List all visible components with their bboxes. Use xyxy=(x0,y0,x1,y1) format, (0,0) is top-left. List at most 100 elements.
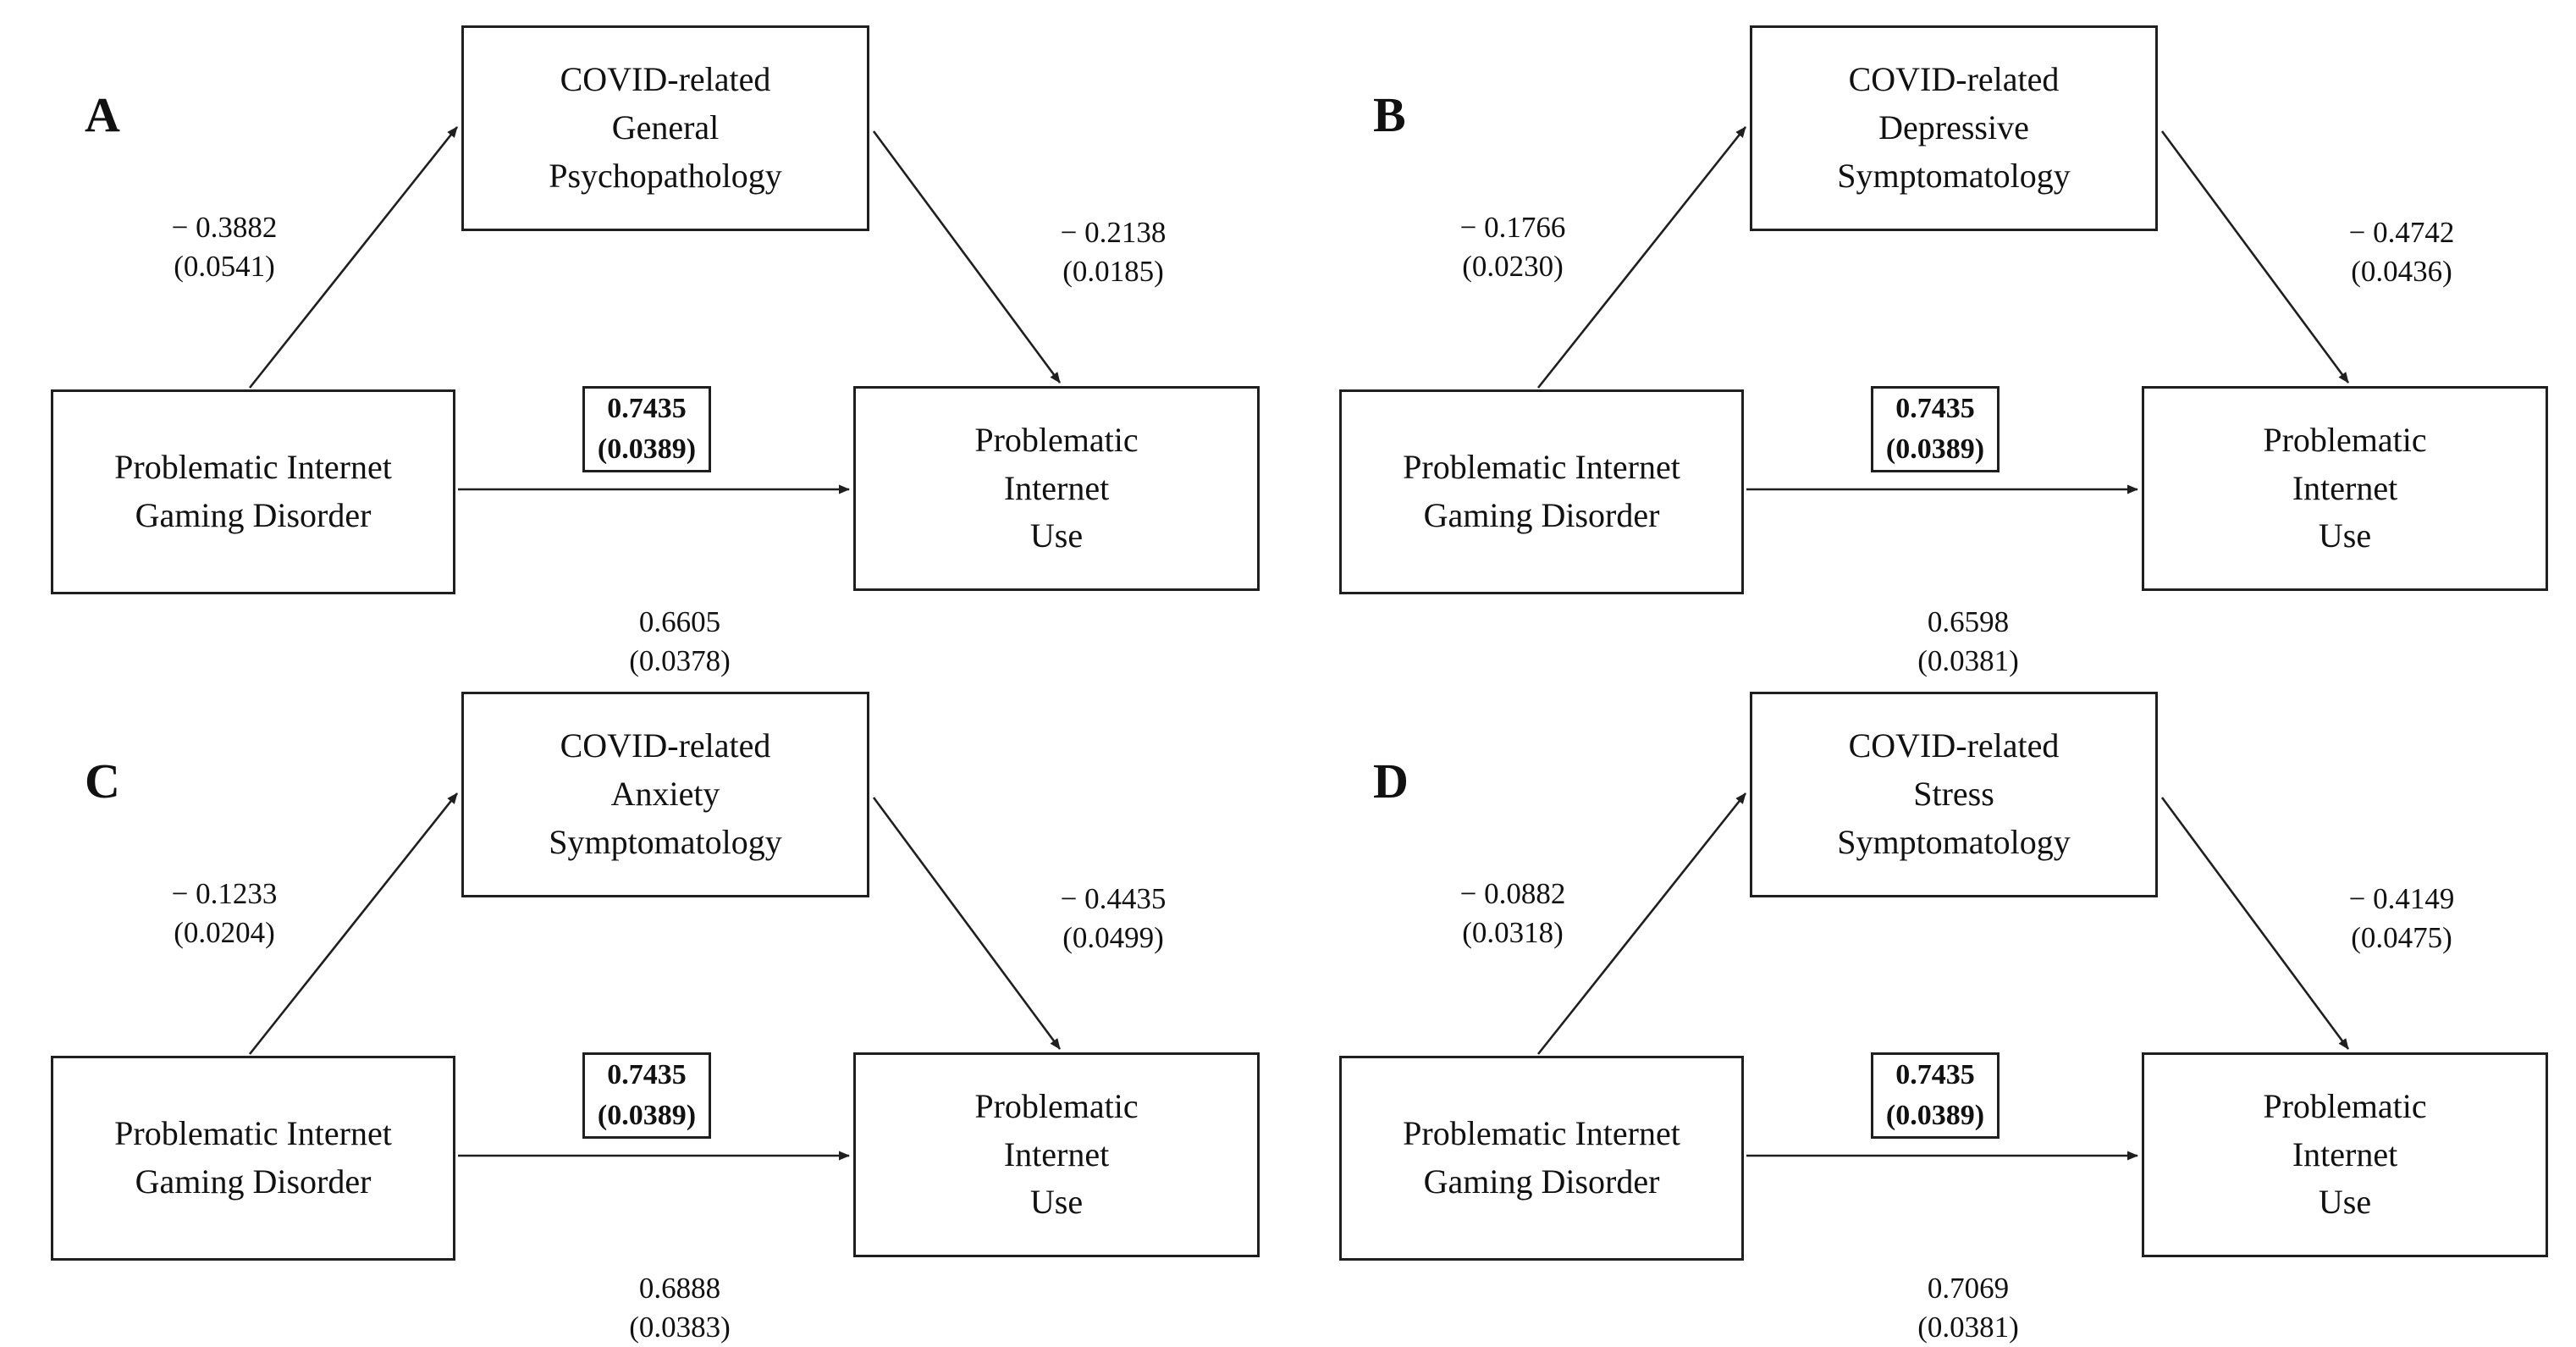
path-arrows xyxy=(1536,126,2350,494)
coefficient-se: (0.0381) xyxy=(1917,1311,2019,1344)
panel-label: D xyxy=(1373,754,1409,809)
coefficient-estimate: 0.7069 xyxy=(1927,1272,2010,1305)
outcome-text-line: Use xyxy=(1029,1183,1084,1222)
panel-mediation-model-a: A COVID-related General Psychopathology … xyxy=(0,0,1288,677)
coefficient-se: (0.0318) xyxy=(1462,916,1564,950)
outcome-text-line: Problematic xyxy=(2263,420,2427,459)
coefficient-estimate: − 0.0882 xyxy=(1459,877,1566,910)
mediator-text-line: General xyxy=(611,108,720,147)
mediator-text-line: COVID-related xyxy=(1848,60,2060,99)
panel-mediation-model-d: D COVID-related Stress Symptomatology Pr… xyxy=(1288,666,2576,1344)
predictor-text-line: Problematic Internet xyxy=(114,1114,392,1153)
total-path-coefficient: 0.6598 (0.0381) xyxy=(1871,603,2066,681)
predictor-text-line: Gaming Disorder xyxy=(135,496,372,534)
predictor-box: Problematic Internet Gaming Disorder xyxy=(51,1056,455,1261)
mediator-text-line: Symptomatology xyxy=(549,822,782,861)
mediator-text-line: Stress xyxy=(1913,775,1994,814)
outcome-box: Problematic Internet Use xyxy=(2142,386,2548,591)
total-path-coefficient: 0.6605 (0.0378) xyxy=(582,603,777,681)
panel-label: C xyxy=(85,754,121,809)
direct-effect-estimate: 0.7435 xyxy=(1895,393,1975,425)
outcome-box: Problematic Internet Use xyxy=(853,386,1260,591)
panel-label: A xyxy=(85,87,121,142)
path-arrows xyxy=(1536,792,2350,1161)
direct-effect-se: (0.0389) xyxy=(597,433,697,465)
predictor-text-line: Problematic Internet xyxy=(114,448,392,487)
predictor-text-line: Problematic Internet xyxy=(1403,448,1680,487)
path-arrows xyxy=(248,126,1062,494)
panel-mediation-model-c: C COVID-related Anxiety Symptomatology P… xyxy=(0,666,1288,1344)
a-path-coefficient: − 0.1766 (0.0230) xyxy=(1415,208,1610,286)
direct-effect-estimate: 0.7435 xyxy=(1895,1059,1975,1091)
direct-effect-se: (0.0389) xyxy=(1885,1100,1985,1131)
panel-mediation-model-b: B COVID-related Depressive Symptomatolog… xyxy=(1288,0,2576,677)
b-path-coefficient: − 0.4149 (0.0475) xyxy=(2304,880,2499,958)
total-path-coefficient: 0.7069 (0.0381) xyxy=(1871,1269,2066,1347)
coefficient-se: (0.0378) xyxy=(629,644,731,678)
outcome-text-line: Problematic xyxy=(2263,1086,2427,1125)
mediator-text-line: COVID-related xyxy=(560,726,771,765)
coefficient-se: (0.0499) xyxy=(1062,921,1164,955)
direct-effect-estimate: 0.7435 xyxy=(607,393,687,425)
predictor-box: Problematic Internet Gaming Disorder xyxy=(1339,389,1744,594)
a-path-arrow xyxy=(248,792,459,1055)
coefficient-estimate: − 0.4742 xyxy=(2348,216,2455,249)
coefficient-se: (0.0230) xyxy=(1462,250,1564,284)
coefficient-se: (0.0541) xyxy=(174,250,275,284)
b-path-coefficient: − 0.2138 (0.0185) xyxy=(1016,213,1211,291)
coefficient-estimate: − 0.2138 xyxy=(1060,216,1167,249)
direct-effect-estimate: 0.7435 xyxy=(607,1059,687,1091)
coefficient-estimate: − 0.4435 xyxy=(1060,882,1167,915)
outcome-text-line: Internet xyxy=(2292,1134,2398,1173)
predictor-text-line: Problematic Internet xyxy=(1403,1114,1680,1153)
direct-effect-box: 0.7435 (0.0389) xyxy=(1871,1052,2000,1139)
direct-effect-se: (0.0389) xyxy=(597,1100,697,1131)
coefficient-se: (0.0381) xyxy=(1917,644,2019,678)
mediator-box: COVID-related Anxiety Symptomatology xyxy=(461,692,869,897)
outcome-text-line: Internet xyxy=(2292,468,2398,507)
mediator-text-line: Symptomatology xyxy=(1837,822,2071,861)
mediator-text-line: Anxiety xyxy=(610,775,720,814)
coefficient-estimate: − 0.1233 xyxy=(171,877,278,910)
coefficient-estimate: 0.6888 xyxy=(638,1272,721,1305)
a-path-arrow xyxy=(1536,792,1747,1055)
b-path-arrow xyxy=(2160,797,2350,1050)
outcome-box: Problematic Internet Use xyxy=(853,1052,1260,1257)
outcome-box: Problematic Internet Use xyxy=(2142,1052,2548,1257)
a-path-coefficient: − 0.1233 (0.0204) xyxy=(127,875,322,952)
coefficient-se: (0.0204) xyxy=(174,916,275,950)
outcome-text-line: Problematic xyxy=(974,420,1139,459)
predictor-text-line: Gaming Disorder xyxy=(1423,496,1660,534)
b-path-arrow xyxy=(872,797,1062,1050)
b-path-arrow xyxy=(872,130,1062,384)
a-path-coefficient: − 0.0882 (0.0318) xyxy=(1415,875,1610,952)
coefficient-se: (0.0475) xyxy=(2351,921,2452,955)
mediator-text-line: COVID-related xyxy=(560,60,771,99)
coefficient-estimate: − 0.4149 xyxy=(2348,882,2455,915)
path-arrows xyxy=(248,792,1062,1161)
a-path-arrow xyxy=(1536,126,1747,389)
predictor-box: Problematic Internet Gaming Disorder xyxy=(51,389,455,594)
b-path-arrow xyxy=(2160,130,2350,384)
outcome-text-line: Internet xyxy=(1003,468,1110,507)
coefficient-se: (0.0383) xyxy=(629,1311,731,1344)
total-path-coefficient: 0.6888 (0.0383) xyxy=(582,1269,777,1347)
panel-label: B xyxy=(1373,87,1407,142)
outcome-text-line: Internet xyxy=(1003,1134,1110,1173)
mediator-text-line: COVID-related xyxy=(1848,726,2060,765)
a-path-coefficient: − 0.3882 (0.0541) xyxy=(127,208,322,286)
coefficient-se: (0.0436) xyxy=(2351,255,2452,289)
predictor-text-line: Gaming Disorder xyxy=(135,1162,372,1201)
outcome-text-line: Use xyxy=(2318,516,2372,555)
predictor-text-line: Gaming Disorder xyxy=(1423,1162,1660,1201)
direct-effect-box: 0.7435 (0.0389) xyxy=(1871,386,2000,472)
mediator-text-line: Depressive xyxy=(1878,108,2029,147)
direct-effect-box: 0.7435 (0.0389) xyxy=(582,386,711,472)
coefficient-estimate: − 0.3882 xyxy=(171,211,278,244)
outcome-text-line: Use xyxy=(1029,516,1084,555)
mediator-box: COVID-related Depressive Symptomatology xyxy=(1750,25,2158,231)
b-path-coefficient: − 0.4742 (0.0436) xyxy=(2304,213,2499,291)
outcome-text-line: Problematic xyxy=(974,1086,1139,1125)
direct-effect-se: (0.0389) xyxy=(1885,433,1985,465)
coefficient-estimate: 0.6605 xyxy=(638,605,721,638)
